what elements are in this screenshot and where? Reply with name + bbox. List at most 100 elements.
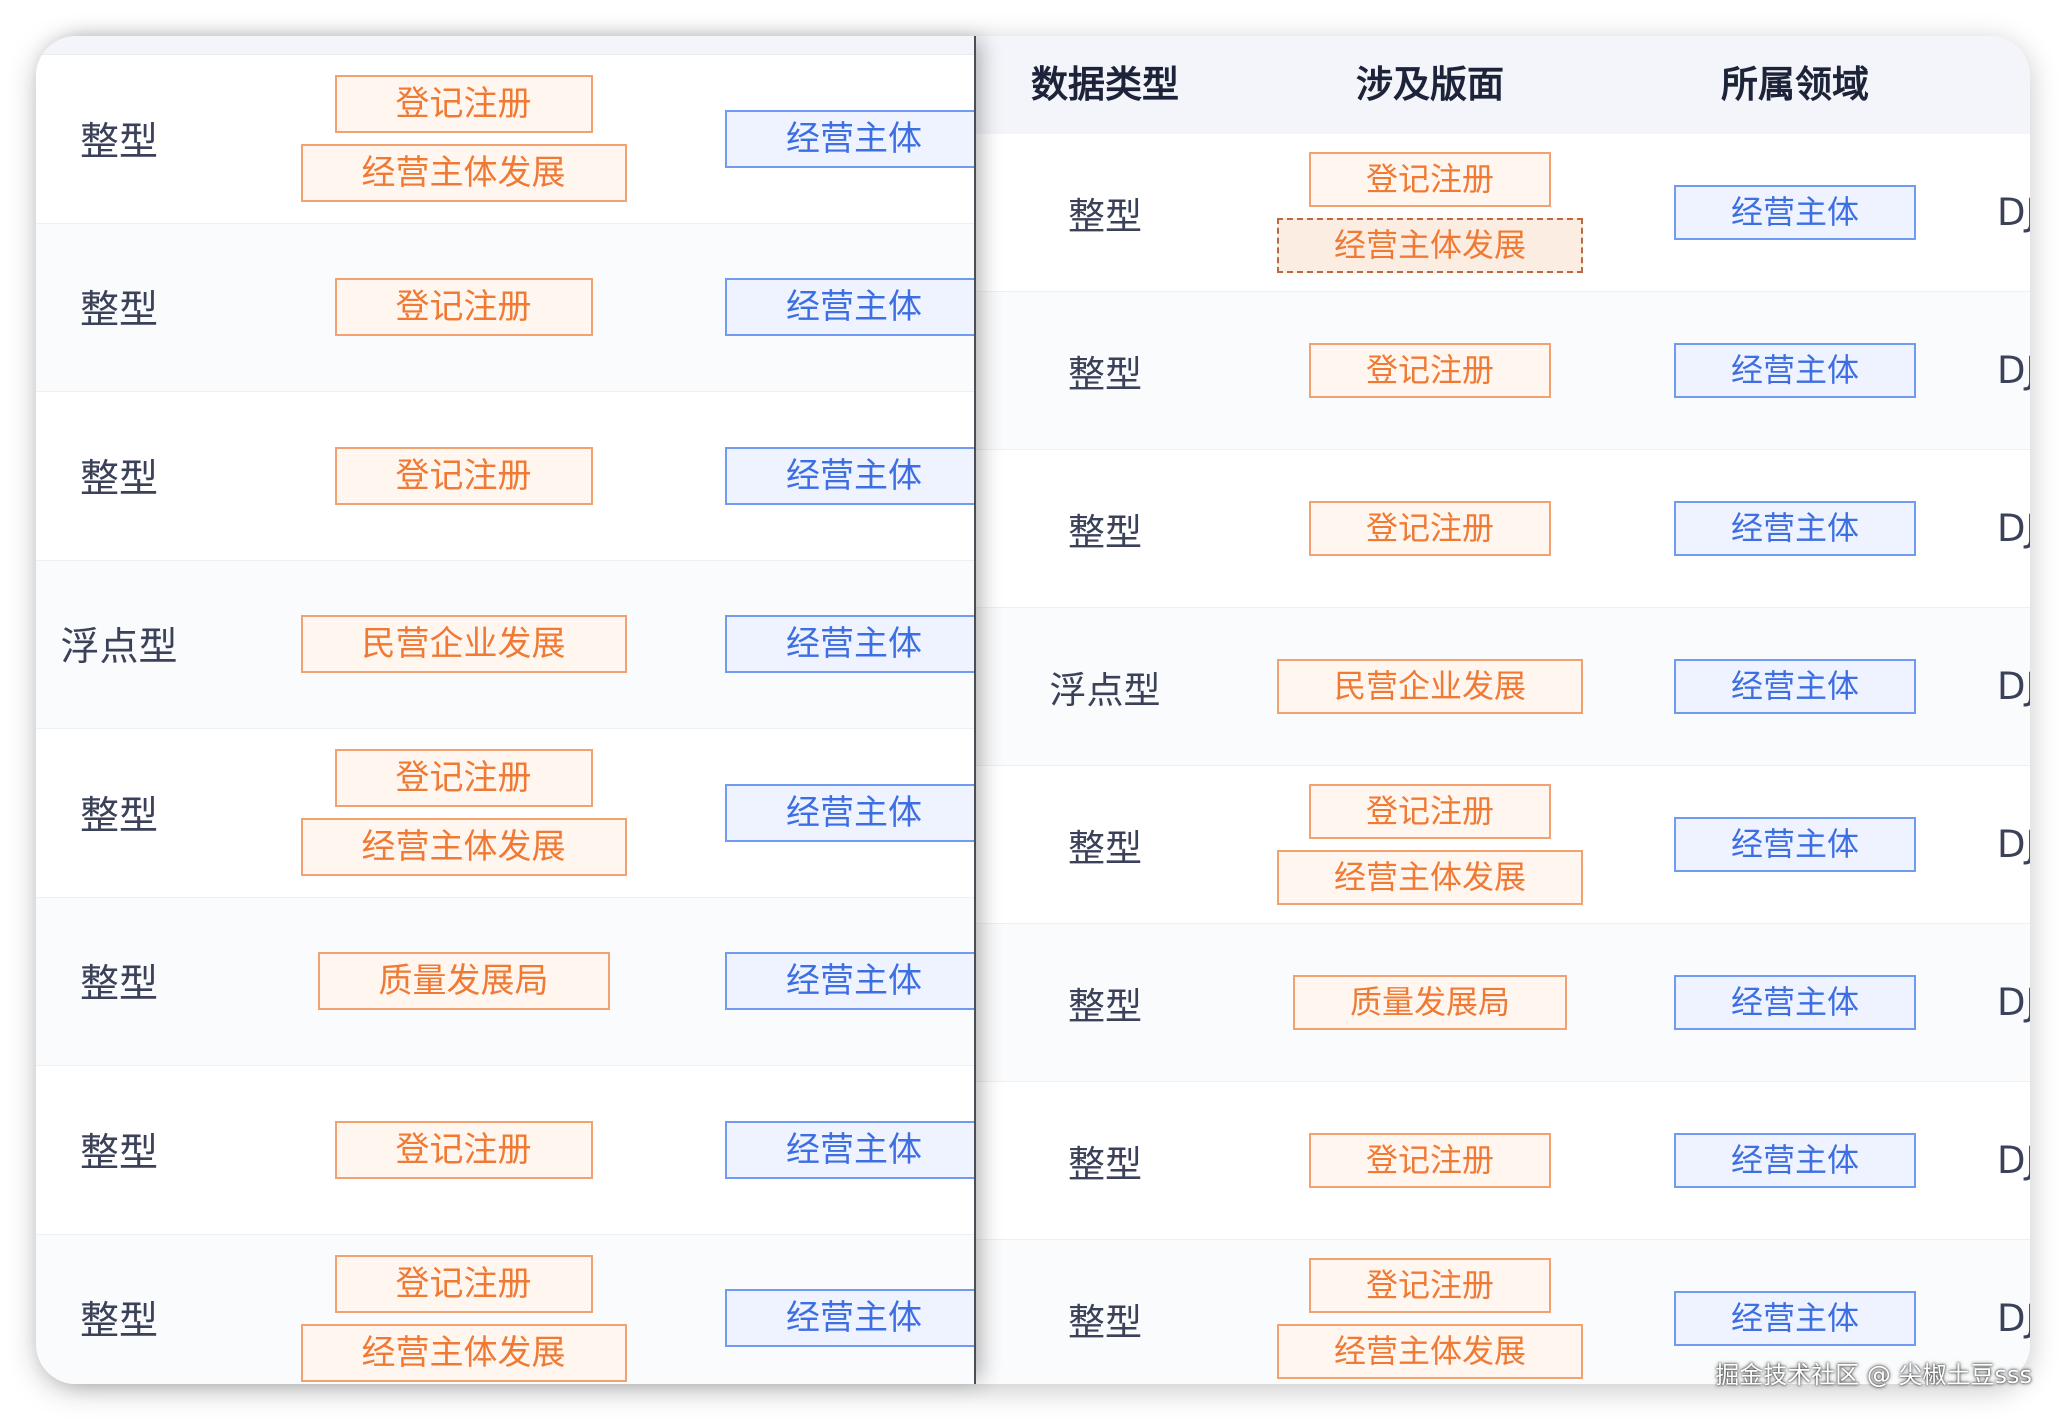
domain-cell: 经营主体 [725, 898, 974, 1066]
data-type-cell: 整型 [1068, 984, 1142, 1028]
sections-cell: 登记注册 [202, 224, 725, 392]
table-row: 整型登记注册经营主体发展经营主体 [36, 729, 974, 898]
domain-cell: 经营主体 [1626, 1082, 1964, 1239]
watermark: 掘金技术社区 @ 尖椒土豆sss [1715, 1361, 2032, 1389]
domain-tag[interactable]: 经营主体 [1673, 185, 1916, 240]
data-type-cell: 整型 [79, 793, 158, 839]
data-type-cell: 整型 [79, 962, 158, 1008]
section-tag[interactable]: 经营主体发展 [300, 144, 627, 203]
data-type-cell: 整型 [79, 1130, 158, 1176]
sections-cell: 登记注册经营主体发展 [202, 1235, 725, 1385]
code-cell: DJ [1997, 349, 2030, 392]
domain-cell: 经营主体 [725, 55, 974, 223]
domain-cell: 经营主体 [725, 729, 974, 897]
section-tag[interactable]: 登记注册 [334, 278, 593, 337]
table-row: 整型 登记注册 经营主体 [36, 223, 974, 392]
code-cell: DJ [1997, 981, 2030, 1024]
table-row: 浮点型 民营企业发展 经营主体 DJ [976, 608, 2030, 766]
section-tag[interactable]: 经营主体发展 [1276, 850, 1583, 905]
domain-cell: 经营主体 [1626, 1240, 1964, 1384]
domain-tag[interactable]: 经营主体 [725, 278, 974, 337]
sections-cell: 登记注册经营主体发展 [202, 55, 725, 223]
domain-tag[interactable]: 经营主体 [1673, 659, 1916, 714]
domain-tag[interactable]: 经营主体 [1673, 501, 1916, 556]
sections-cell: 登记注册经营主体发展 [202, 729, 725, 897]
domain-tag[interactable]: 经营主体 [725, 952, 974, 1011]
domain-tag[interactable]: 经营主体 [725, 615, 974, 674]
section-tag[interactable]: 质量发展局 [1292, 975, 1567, 1030]
header-cell-code [1964, 36, 2030, 134]
table-comparison-card: 数据类型 涉及版面 所属领域 整型登记注册经营主体发展经营主体DJ整型登记注册经… [36, 36, 2030, 1384]
sections-cell: 登记注册经营主体发展 [1234, 766, 1626, 923]
section-tag[interactable]: 登记注册 [334, 1120, 593, 1179]
sections-cell: 质量发展局 [202, 898, 725, 1066]
section-tag[interactable]: 登记注册 [1308, 501, 1551, 556]
section-tag[interactable]: 登记注册 [334, 1254, 593, 1313]
domain-tag[interactable]: 经营主体 [1673, 975, 1916, 1030]
domain-cell: 经营主体 [725, 392, 974, 560]
domain-cell: 经营主体 [1626, 924, 1964, 1081]
section-tag[interactable]: 质量发展局 [317, 952, 610, 1011]
sections-cell: 民营企业发展 [1234, 608, 1626, 765]
section-tag[interactable]: 民营企业发展 [1276, 659, 1583, 714]
domain-tag[interactable]: 经营主体 [1673, 1291, 1916, 1346]
section-tag[interactable]: 登记注册 [1308, 784, 1551, 839]
domain-tag[interactable]: 经营主体 [1673, 343, 1916, 398]
right-table-body: 整型登记注册经营主体发展经营主体DJ整型登记注册经营主体DJ整型登记注册经营主体… [976, 134, 2030, 1384]
domain-tag[interactable]: 经营主体 [725, 1120, 974, 1179]
table-row: 整型登记注册经营主体DJ [976, 450, 2030, 608]
section-tag[interactable]: 登记注册 [1308, 1258, 1551, 1313]
domain-cell: 经营主体 [1626, 766, 1964, 923]
data-type-cell: 整型 [1068, 194, 1142, 238]
section-tag[interactable]: 登记注册 [1308, 152, 1551, 207]
section-tag[interactable]: 经营主体发展 [300, 1323, 627, 1382]
section-tag[interactable]: 登记注册 [334, 75, 593, 134]
domain-tag[interactable]: 经营主体 [725, 1289, 974, 1348]
domain-cell: 经营主体 [725, 1066, 974, 1234]
table-row: 整型登记注册经营主体发展经营主体 [36, 1234, 974, 1385]
header-cell-sections: 涉及版面 [1356, 63, 1504, 106]
data-type-cell: 整型 [1068, 352, 1142, 396]
data-type-cell: 整型 [1068, 826, 1142, 870]
section-tag[interactable]: 民营企业发展 [300, 615, 627, 674]
domain-tag[interactable]: 经营主体 [725, 783, 974, 842]
data-type-cell: 浮点型 [1049, 668, 1161, 712]
right-table-panel: 数据类型 涉及版面 所属领域 整型登记注册经营主体发展经营主体DJ整型登记注册经… [976, 36, 2030, 1384]
table-row: 浮点型民营企业发展经营主体 [36, 560, 974, 729]
left-table-body: 整型登记注册经营主体发展经营主体整型登记注册经营主体整型登记注册经营主体浮点型民… [36, 55, 974, 1384]
table-header: 数据类型 涉及版面 所属领域 [976, 36, 2030, 134]
section-tag[interactable]: 经营主体发展 [300, 818, 627, 877]
table-row: 整型 质量发展局 经营主体 [36, 897, 974, 1066]
sections-cell: 登记注册经营主体发展 [1234, 134, 1626, 291]
section-tag[interactable]: 经营主体发展 [1276, 218, 1583, 273]
section-tag[interactable]: 登记注册 [1308, 1133, 1551, 1188]
domain-tag[interactable]: 经营主体 [1673, 1133, 1916, 1188]
sections-cell: 质量发展局 [1234, 924, 1626, 1081]
domain-cell: 经营主体 [1626, 608, 1964, 765]
sections-cell: 民营企业发展 [202, 561, 725, 729]
domain-tag[interactable]: 经营主体 [1673, 817, 1916, 872]
code-cell: DJ [1997, 191, 2030, 234]
table-row: 整型 登记注册 经营主体 [36, 392, 974, 561]
code-cell: DJ [1997, 1297, 2030, 1340]
table-row: 整型登记注册经营主体发展经营主体DJ [976, 134, 2030, 292]
domain-tag[interactable]: 经营主体 [725, 109, 974, 168]
data-type-cell: 整型 [79, 288, 158, 334]
sections-cell: 登记注册 [1234, 450, 1626, 607]
code-cell: DJ [1997, 665, 2030, 708]
data-type-cell: 整型 [1068, 510, 1142, 554]
data-type-cell: 整型 [1068, 1142, 1142, 1186]
section-tag[interactable]: 登记注册 [334, 749, 593, 808]
section-tag[interactable]: 登记注册 [334, 446, 593, 505]
section-tag[interactable]: 登记注册 [1308, 343, 1551, 398]
data-type-cell: 整型 [1068, 1300, 1142, 1344]
domain-cell: 经营主体 [1626, 450, 1964, 607]
domain-tag[interactable]: 经营主体 [725, 446, 974, 505]
table-row: 整型 登记注册 经营主体 DJ [976, 292, 2030, 450]
data-type-cell: 整型 [79, 456, 158, 502]
left-table-panel: 整型登记注册经营主体发展经营主体整型登记注册经营主体整型登记注册经营主体浮点型民… [36, 36, 976, 1384]
domain-cell: 经营主体 [725, 1235, 974, 1385]
section-tag[interactable]: 经营主体发展 [1276, 1324, 1583, 1379]
header-cell-data-type: 数据类型 [1031, 63, 1179, 106]
